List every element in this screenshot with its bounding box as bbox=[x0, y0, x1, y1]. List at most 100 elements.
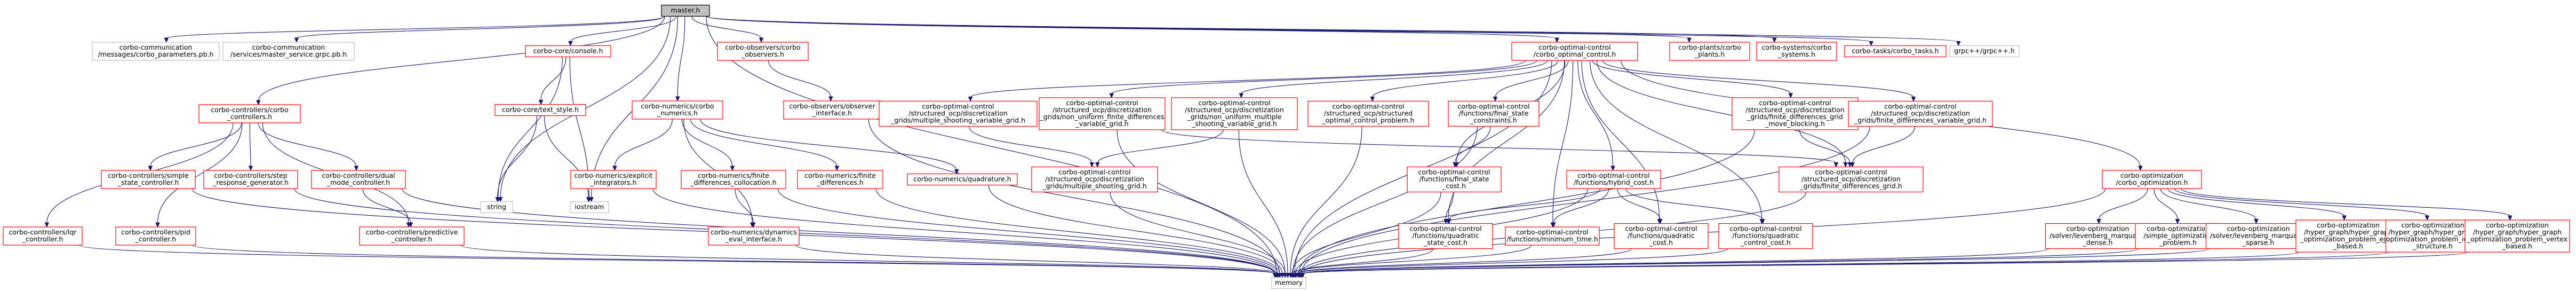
node-label-line: corbo-optimal-control bbox=[1198, 99, 1270, 107]
edge-opt-main-to-lm-dense bbox=[2096, 188, 2148, 224]
edge-arrowhead bbox=[568, 41, 573, 46]
node-obs-iface[interactable]: corbo-observers/observer_interface.h bbox=[783, 100, 881, 120]
node-ctrl-ctrl[interactable]: corbo-controllers/corbo_controllers.h bbox=[198, 104, 301, 123]
node-label-line: _based.h bbox=[2333, 242, 2363, 250]
node-min-time[interactable]: corbo-optimal-control/functions/minimum_… bbox=[1505, 226, 1600, 246]
node-label-line: _state_controller.h bbox=[117, 178, 179, 186]
node-label-line: corbo-optimal-control bbox=[1815, 168, 1887, 176]
node-lqr[interactable]: corbo-controllers/lqr_controller.h bbox=[3, 226, 83, 246]
node-text-style[interactable]: corbo-core/text_style.h bbox=[495, 104, 586, 116]
node-label-line: /services/master_service.grpc.pb.h bbox=[230, 50, 347, 58]
node-hg-ignore[interactable]: corbo-optimization/hyper_graph/hyper_gra… bbox=[2382, 220, 2483, 253]
node-box bbox=[1511, 42, 1638, 61]
edge-arrowhead bbox=[44, 222, 50, 228]
node-nonuni-ms[interactable]: corbo-optimal-control/structured_ocp/dis… bbox=[1171, 97, 1298, 130]
edge-oc-main-to-fd-grid bbox=[1596, 60, 1848, 168]
node-tasks[interactable]: corbo-tasks/corbo_tasks.h bbox=[1844, 45, 1947, 58]
node-label-line: corbo-numerics/finite bbox=[698, 171, 769, 179]
node-struct-ocp[interactable]: corbo-optimal-control/structured_ocp/str… bbox=[1307, 100, 1429, 127]
node-final-cost[interactable]: corbo-optimal-control/functions/final_st… bbox=[1407, 166, 1502, 193]
node-fd-grid[interactable]: corbo-optimal-control/structured_ocp/dis… bbox=[1779, 166, 1924, 193]
node-hybrid-cost[interactable]: corbo-optimal-control/functions/hybrid_c… bbox=[1566, 170, 1661, 189]
edge-arrowhead bbox=[1911, 97, 1916, 102]
node-fd-moveblk[interactable]: corbo-optimal-control/structured_ocp/dis… bbox=[1732, 97, 1859, 130]
node-label-line: _systems.h bbox=[1777, 50, 1815, 58]
edge-line bbox=[1298, 248, 1728, 274]
node-lm-sparse[interactable]: corbo-optimization/solver/levenberg_marq… bbox=[2205, 223, 2311, 249]
node-fd-vargrid[interactable]: corbo-optimal-control/structured_ocp/dis… bbox=[1848, 100, 1993, 127]
node-quad-ctrl[interactable]: corbo-optimal-control/functions/quadrati… bbox=[1718, 223, 1813, 249]
edge-arrowhead bbox=[759, 37, 764, 43]
node-fin-coll[interactable]: corbo-numerics/finite_differences_colloc… bbox=[681, 170, 786, 189]
edge-arrowhead bbox=[2096, 219, 2101, 224]
edge-nonuni-ms-to-ms-grid bbox=[1095, 129, 1224, 168]
node-lm-dense[interactable]: corbo-optimization/solver/levenberg_marq… bbox=[2045, 223, 2151, 249]
node-dyn-eval[interactable]: corbo-numerics/dynamics_eval_interface.h bbox=[708, 226, 800, 246]
edge-line bbox=[875, 188, 1280, 274]
node-hg-edge[interactable]: corbo-optimization/hyper_graph/hyper_gra… bbox=[2295, 220, 2401, 253]
edge-line bbox=[2160, 188, 2257, 220]
node-label-line: corbo-optimal-control bbox=[1066, 99, 1138, 107]
edge-line bbox=[706, 16, 1775, 39]
node-box bbox=[92, 42, 220, 61]
edge-line bbox=[968, 126, 1092, 163]
node-quad-state[interactable]: corbo-optimal-control/functions/quadrati… bbox=[1398, 223, 1493, 249]
edge-line bbox=[157, 122, 243, 224]
edge-arrowhead bbox=[1239, 93, 1244, 99]
node-label-line: corbo-optimization bbox=[2402, 221, 2465, 229]
node-label-line: corbo-optimization bbox=[2317, 221, 2380, 229]
edge-arrowhead bbox=[1089, 162, 1095, 168]
node-label-line: _optimization_problem_vertex bbox=[2467, 235, 2567, 243]
node-fd-nonuni[interactable]: corbo-optimal-control/structured_ocp/dis… bbox=[1039, 97, 1166, 130]
node-plants[interactable]: corbo-plants/corbo_plants.h bbox=[1669, 42, 1750, 61]
node-label-line: _optimization_problem_ignore bbox=[2382, 235, 2483, 243]
edge-oc-main-to-fd-nonuni bbox=[1109, 60, 1537, 99]
node-opt-main[interactable]: corbo-optimization/corbo_optimization.h bbox=[2102, 170, 2202, 189]
node-ms-grid[interactable]: corbo-optimal-control/structured_ocp/dis… bbox=[1031, 166, 1158, 193]
node-master[interactable]: master.h bbox=[661, 4, 710, 17]
edge-line bbox=[296, 16, 665, 39]
node-box bbox=[1171, 97, 1298, 130]
node-pid[interactable]: corbo-controllers/pid_controller.h bbox=[115, 226, 196, 246]
node-label-line: corbo-optimal-control bbox=[1332, 103, 1404, 111]
node-label-line: corbo-tasks/corbo_tasks.h bbox=[1852, 47, 1939, 55]
node-box bbox=[525, 45, 611, 58]
edge-obs-obs-to-obs-iface bbox=[768, 60, 833, 102]
node-explicit[interactable]: corbo-numerics/explicit_integrators.h bbox=[570, 170, 657, 189]
node-predictive[interactable]: corbo-controllers/predictive_controller.… bbox=[359, 226, 465, 246]
node-label-line: _sparse.h bbox=[2242, 239, 2275, 247]
node-step-resp[interactable]: corbo-controllers/step_response_generato… bbox=[203, 170, 298, 189]
edge-arrowhead bbox=[1956, 41, 1961, 46]
node-label-line: corbo-numerics/explicit bbox=[575, 171, 653, 179]
node-ms-varg[interactable]: corbo-optimal-control/structured_ocp/dis… bbox=[879, 100, 1038, 127]
node-systems[interactable]: corbo-systems/corbo_systems.h bbox=[1756, 42, 1837, 61]
node-oc-main[interactable]: corbo-optimal-control/corbo_optimal_cont… bbox=[1511, 42, 1638, 61]
edge-fd-nonuni-to-fd-grid bbox=[1161, 129, 1839, 168]
node-dual-mode[interactable]: corbo-controllers/dual_mode_controller.h bbox=[311, 170, 406, 189]
edge-line bbox=[1296, 248, 1632, 274]
node-label-line: corbo-optimal-control bbox=[1418, 168, 1490, 176]
node-label-line: _structure.h bbox=[2412, 242, 2453, 250]
edge-opt-main-to-hg-ignore bbox=[2174, 188, 2430, 221]
node-label-line: /functions/quadratic bbox=[1628, 232, 1695, 240]
node-box bbox=[570, 201, 609, 214]
edge-line bbox=[768, 60, 831, 98]
node-quad-cost[interactable]: corbo-optimal-control/functions/quadrati… bbox=[1614, 223, 1709, 249]
edge-console-to-text-style bbox=[538, 57, 567, 105]
edge-arrowhead bbox=[148, 166, 153, 171]
edge-master-to-obs-obs bbox=[691, 16, 764, 43]
node-simple-state[interactable]: corbo-controllers/simple_state_controlle… bbox=[101, 170, 196, 189]
node-obs-obs[interactable]: corbo-observers/corbo_observers.h bbox=[717, 42, 809, 61]
node-hg-vertex[interactable]: corbo-optimization/hyper_graph/hyper_gra… bbox=[2465, 220, 2570, 253]
node-box bbox=[203, 170, 298, 189]
node-label-line: /structured_ocp/discretization bbox=[1185, 106, 1284, 114]
node-quadrature[interactable]: corbo-numerics/quadrature.h bbox=[907, 173, 1018, 186]
edge-arrowhead bbox=[1610, 166, 1615, 171]
node-label-line: _grids/non_uniform_multiple bbox=[1187, 113, 1282, 121]
node-console[interactable]: corbo-core/console.h bbox=[525, 45, 611, 58]
node-box bbox=[681, 170, 786, 189]
node-numerics[interactable]: corbo-numerics/corbo_numerics.h bbox=[632, 100, 723, 120]
node-fin-diff[interactable]: corbo-numerics/finite_differences.h bbox=[797, 170, 883, 189]
node-label-line: corbo-optimal-control bbox=[1516, 228, 1588, 236]
node-final-constr[interactable]: corbo-optimal-control/functions/final_st… bbox=[1448, 100, 1540, 127]
